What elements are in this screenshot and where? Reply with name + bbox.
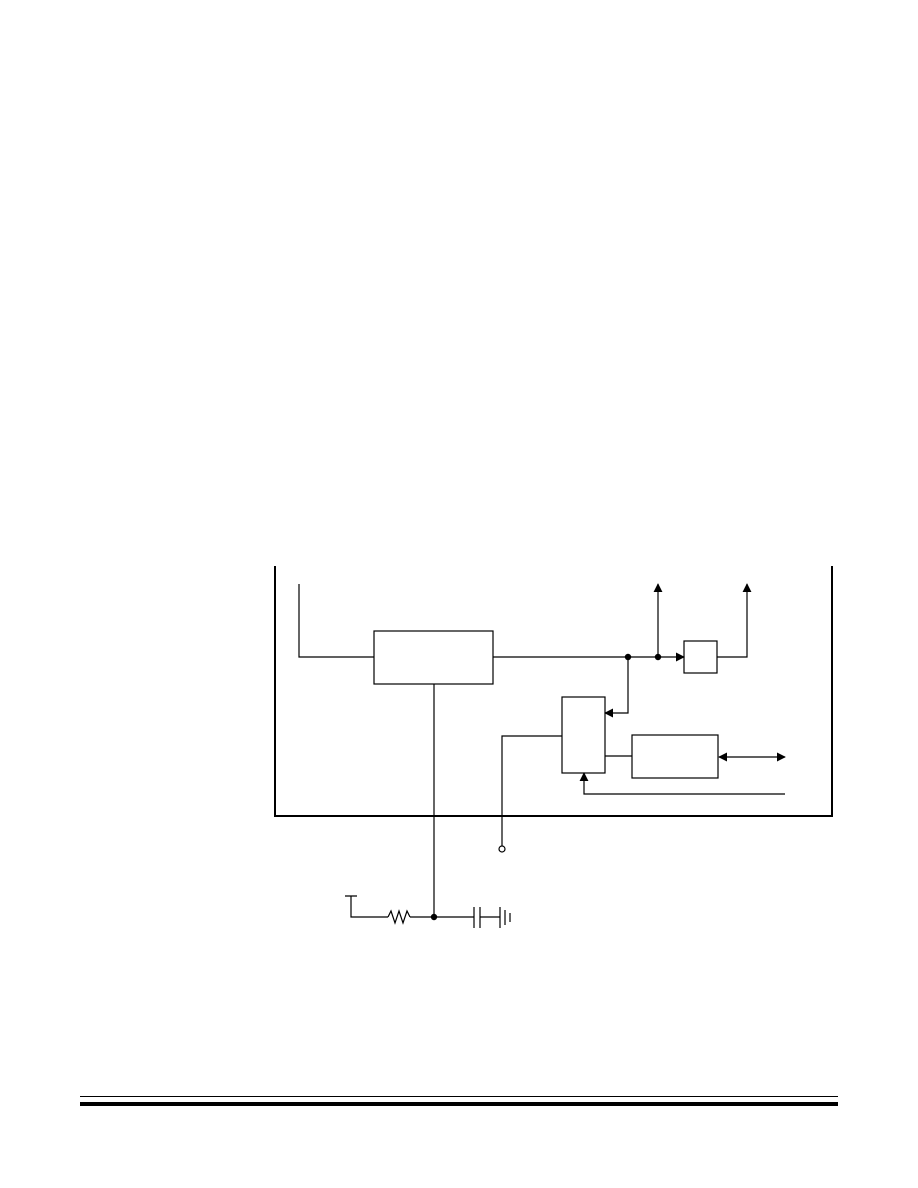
footer-thin-rule <box>80 1096 838 1097</box>
input-line <box>298 584 374 658</box>
supply-terminal <box>345 895 388 918</box>
footer-thick-rule <box>80 1102 838 1106</box>
feedback-arrow <box>604 657 629 718</box>
test-pin-line <box>501 735 562 846</box>
small-output-block <box>683 640 718 674</box>
control-arrow <box>579 772 785 795</box>
test-pin <box>498 845 506 853</box>
up-output-arrow-2 <box>717 583 752 658</box>
right-block <box>631 734 719 779</box>
enclosure-frame <box>274 566 833 817</box>
main-block <box>373 630 494 685</box>
resistor <box>387 909 411 925</box>
mux-block <box>561 696 606 774</box>
